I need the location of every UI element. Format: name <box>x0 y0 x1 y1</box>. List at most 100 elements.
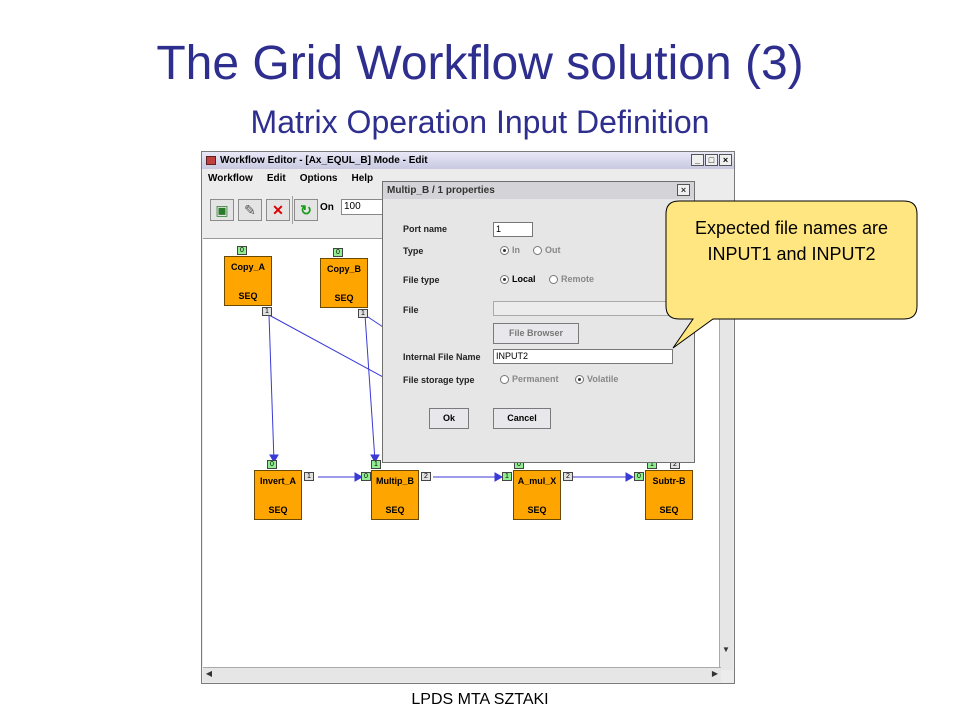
scroll-left-icon[interactable]: ◀ <box>205 669 213 678</box>
dialog-titlebar[interactable]: Multip_B / 1 properties × <box>383 182 694 199</box>
job-a-mul-x[interactable]: A_mul_X SEQ <box>513 470 561 520</box>
callout-balloon <box>665 200 918 349</box>
port-in-left[interactable]: 0 <box>634 472 644 481</box>
toolbar: ▣ ✎ ✕ ↻ On 100 <box>202 190 734 236</box>
new-job-button[interactable]: ▣ <box>210 199 234 221</box>
maximize-button[interactable]: □ <box>705 154 718 166</box>
file-remote-label: Remote <box>561 274 595 284</box>
internal-file-name-input[interactable]: INPUT2 <box>493 349 673 364</box>
file-browser-button[interactable]: File Browser <box>493 323 579 344</box>
edge-copya-subtrb <box>268 314 384 378</box>
dialog-close-button[interactable]: × <box>677 184 690 196</box>
menu-options[interactable]: Options <box>299 173 338 184</box>
port-name-label: Port name <box>403 224 448 234</box>
port-in[interactable]: 0 <box>237 246 247 255</box>
type-label: Type <box>403 246 424 256</box>
scroll-down-icon[interactable]: ▼ <box>722 645 730 654</box>
job-copy-a[interactable]: Copy_A SEQ <box>224 256 272 306</box>
link-icon: ✎ <box>244 202 256 218</box>
port-in-left[interactable]: 0 <box>361 472 371 481</box>
radio-empty-icon <box>549 274 558 284</box>
slide-subtitle: Matrix Operation Input Definition <box>250 104 710 140</box>
port-in[interactable]: 0 <box>333 248 343 257</box>
radio-empty-icon <box>533 245 542 255</box>
job-type: SEQ <box>238 291 258 301</box>
type-out-label: Out <box>545 245 561 255</box>
slide-footer: LPDS MTA SZTAKI <box>411 691 549 708</box>
job-type: SEQ <box>527 505 547 515</box>
job-name: Subtr-B <box>652 476 686 486</box>
minimize-button[interactable]: _ <box>691 154 704 166</box>
job-type: SEQ <box>334 293 354 303</box>
storage-volatile-radio[interactable]: Volatile <box>575 374 618 384</box>
port-in-top[interactable]: 1 <box>371 460 381 469</box>
port-properties-dialog: Multip_B / 1 properties × Port name 1 Ty… <box>382 181 695 463</box>
radio-selected-icon <box>500 245 509 255</box>
file-type-label: File type <box>403 275 440 285</box>
file-input[interactable] <box>493 301 678 316</box>
file-remote-radio[interactable]: Remote <box>549 274 594 284</box>
port-out[interactable]: 1 <box>262 307 272 316</box>
storage-volatile-label: Volatile <box>587 374 619 384</box>
job-type: SEQ <box>385 505 405 515</box>
job-copy-b[interactable]: Copy_B SEQ <box>320 258 368 308</box>
job-name: Copy_B <box>326 264 361 274</box>
edge-copya-inverta <box>268 314 275 462</box>
storage-type-label: File storage type <box>403 375 475 385</box>
file-local-radio[interactable]: Local <box>500 274 536 284</box>
job-name: Copy_A <box>230 262 265 272</box>
close-button[interactable]: × <box>719 154 732 166</box>
link-ports-button[interactable]: ✎ <box>238 199 262 221</box>
port-in-left[interactable]: 1 <box>502 472 512 481</box>
menu-help[interactable]: Help <box>351 173 374 184</box>
scroll-right-icon[interactable]: ▶ <box>711 669 719 678</box>
port-out[interactable]: 1 <box>304 472 314 481</box>
job-invert-a[interactable]: Invert_A SEQ <box>254 470 302 520</box>
radio-selected-icon <box>575 374 584 384</box>
job-name: A_mul_X <box>517 476 557 486</box>
edge-arrow <box>354 472 364 482</box>
storage-permanent-label: Permanent <box>512 374 559 384</box>
job-type: SEQ <box>659 505 679 515</box>
port-in[interactable]: 0 <box>267 460 277 469</box>
cancel-button[interactable]: Cancel <box>493 408 551 429</box>
edge-arrow <box>370 454 380 464</box>
edge-copyb-multipb <box>364 314 376 462</box>
edge-copyb-right <box>364 314 384 328</box>
type-in-radio[interactable]: In <box>500 245 520 255</box>
app-icon <box>206 156 216 165</box>
port-out[interactable]: 2 <box>563 472 573 481</box>
menu-edit[interactable]: Edit <box>266 173 286 184</box>
job-name: Multip_B <box>376 476 414 486</box>
on-label: On <box>320 202 334 213</box>
slide-title: The Grid Workflow solution (3) <box>156 37 804 90</box>
storage-permanent-radio[interactable]: Permanent <box>500 374 559 384</box>
port-out[interactable]: 2 <box>421 472 431 481</box>
menu-workflow[interactable]: Workflow <box>208 173 253 184</box>
edge-arrow <box>625 472 635 482</box>
refresh-button[interactable]: ↻ <box>294 199 318 221</box>
internal-file-name-label: Internal File Name <box>403 352 481 362</box>
refresh-icon: ↻ <box>300 202 312 218</box>
edge-layer <box>268 314 635 482</box>
horizontal-scrollbar[interactable]: ◀ ▶ <box>203 667 721 682</box>
type-out-radio[interactable]: Out <box>533 245 561 255</box>
port-out[interactable]: 1 <box>358 309 368 318</box>
radio-selected-icon <box>500 274 509 284</box>
window-title: Workflow Editor - [Ax_EQUL_B] Mode - Edi… <box>220 155 428 166</box>
dialog-title: Multip_B / 1 properties <box>387 185 495 196</box>
delete-button[interactable]: ✕ <box>266 199 290 221</box>
ok-button[interactable]: Ok <box>429 408 469 429</box>
type-in-label: In <box>512 245 520 255</box>
radio-empty-icon <box>500 374 509 384</box>
job-subtr-b[interactable]: Subtr-B SEQ <box>645 470 693 520</box>
job-multip-b[interactable]: Multip_B SEQ <box>371 470 419 520</box>
edge-arrow <box>494 472 504 482</box>
port-name-input[interactable]: 1 <box>493 222 533 237</box>
file-label: File <box>403 305 419 315</box>
window-titlebar[interactable]: Workflow Editor - [Ax_EQUL_B] Mode - Edi… <box>202 152 734 169</box>
file-local-label: Local <box>512 274 536 284</box>
job-type: SEQ <box>268 505 288 515</box>
zoom-field[interactable]: 100 <box>341 199 387 215</box>
edge-arrow <box>269 454 279 464</box>
